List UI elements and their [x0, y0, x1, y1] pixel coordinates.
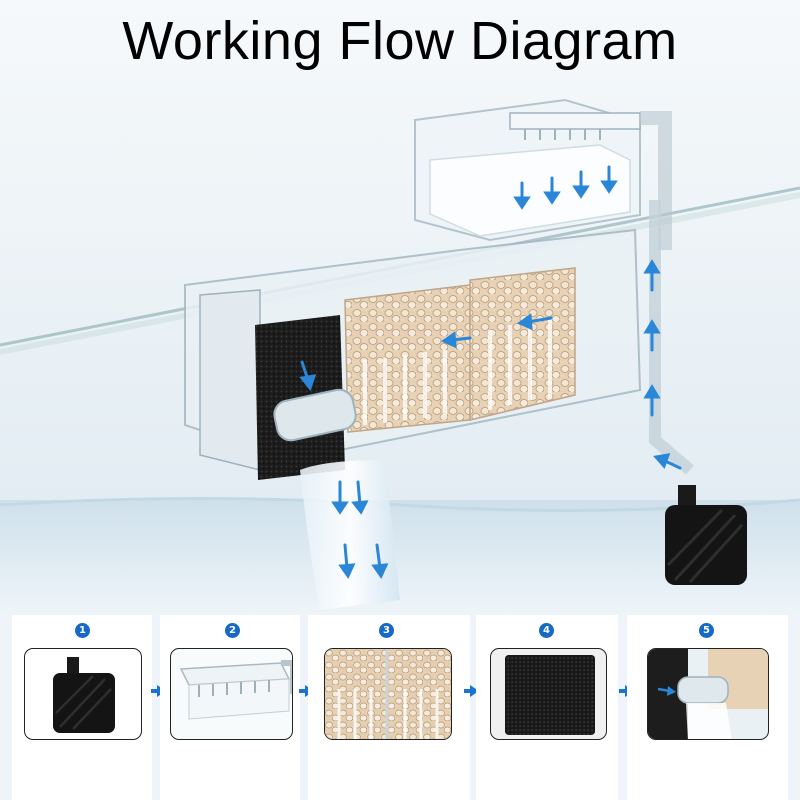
inlet-tube: [649, 200, 694, 475]
filter-body: [184, 200, 694, 480]
flow-arrow-icon: [338, 543, 356, 580]
flow-arrow-icon: [464, 685, 479, 697]
flow-arrow-icon: [653, 453, 682, 470]
flow-arrow-icon: [516, 313, 553, 331]
step-number-badge: 1: [75, 623, 90, 638]
flow-arrow-icon: [371, 543, 389, 580]
flow-arrow-icon: [643, 259, 661, 292]
steps-strip: 1 2 3: [0, 615, 800, 800]
flow-arrow-icon: [643, 319, 661, 352]
step-number-badge: 2: [225, 623, 240, 638]
step-number-badge: 4: [539, 623, 554, 638]
spray-tray-thumbnail: [179, 660, 292, 720]
waterfall-thumbnail: [648, 649, 768, 739]
flow-arrow-icon: [543, 176, 561, 205]
filter-illustration: [0, 0, 800, 615]
step-panel-4: 4: [476, 615, 618, 800]
top-tray-box: [414, 98, 672, 250]
step-number-badge: 5: [699, 623, 714, 638]
step-panel-1: 1: [12, 615, 152, 800]
outlet-pipe: [273, 388, 357, 442]
media-boxes-thumbnail: [325, 649, 451, 739]
flow-arrow-icon: [572, 170, 590, 199]
flow-arrow-icon: [513, 181, 531, 210]
step-card-pump: [24, 648, 142, 740]
pump-thumbnail: [53, 657, 115, 733]
flow-arrow-icon: [643, 384, 661, 417]
step-panel-5: 5: [627, 615, 788, 800]
flow-arrow-icon: [331, 480, 349, 515]
page-title: Working Flow Diagram: [122, 11, 678, 71]
sponge-thumbnail: [505, 655, 595, 735]
step-card-media-boxes: [324, 648, 452, 740]
flow-arrow-icon: [440, 331, 472, 349]
flow-arrows: [299, 165, 682, 580]
step-card-sponge: [490, 648, 607, 740]
step-panel-2: 2: [160, 615, 300, 800]
step-card-spray-tray: [170, 648, 293, 740]
step-panel-3: 3: [308, 615, 470, 800]
media-box-right: [469, 267, 576, 421]
flow-arrow-icon: [351, 480, 369, 515]
flow-arrow-icon: [600, 165, 618, 194]
flow-arrow-icon: [299, 360, 317, 392]
step-card-waterfall: [647, 648, 769, 740]
waterfall: [300, 460, 400, 610]
step-number-badge: 3: [379, 623, 394, 638]
submersible-pump: [665, 485, 747, 585]
